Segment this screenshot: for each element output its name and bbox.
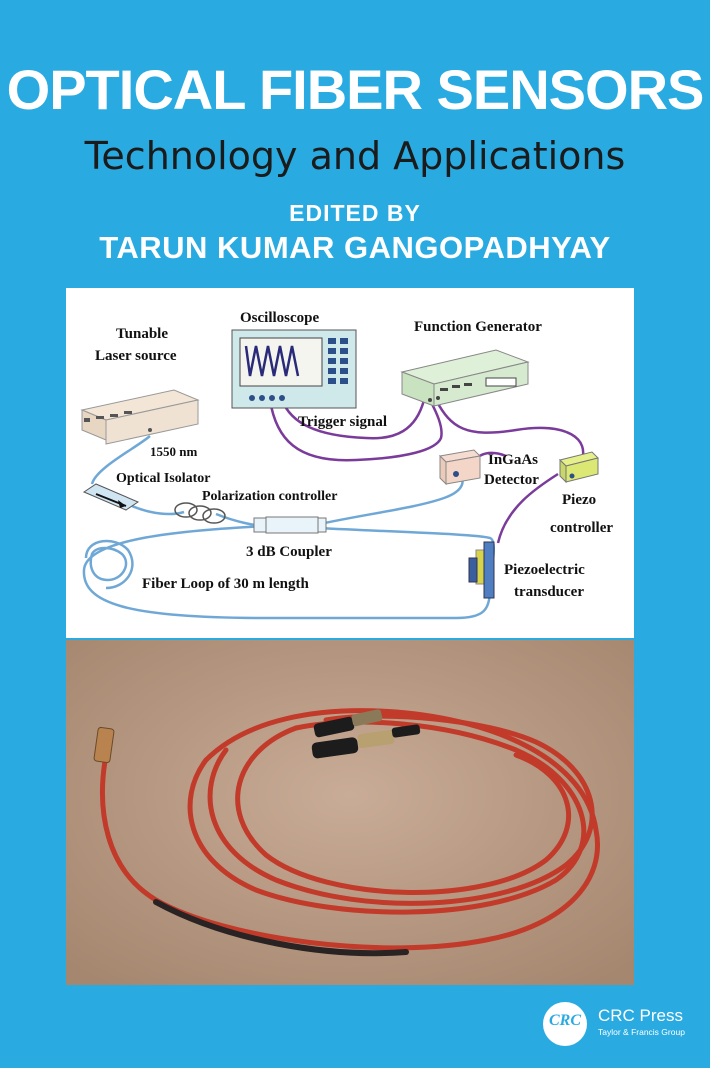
book-subtitle: Technology and Applications <box>84 134 626 178</box>
label-detector: Detector <box>484 472 539 488</box>
book-title: OPTICAL FIBER SENSORS <box>6 58 705 121</box>
setup-diagram-svg: Tunable Laser source Oscilloscope Functi… <box>80 310 613 620</box>
author-name: TARUN KUMAR GANGOPADHYAY <box>99 230 611 265</box>
label-tunable: Tunable <box>116 326 168 342</box>
fiber-sensor-photo-svg <box>66 640 634 985</box>
cable-fg-to-piezo <box>434 399 585 464</box>
tunable-laser-device <box>80 389 200 445</box>
cable-trigger <box>280 399 426 440</box>
fiber-coupler-to-detector <box>319 477 464 526</box>
label-function-generator: Function Generator <box>414 319 542 335</box>
fiber-isolator-to-pc <box>131 504 185 516</box>
cable-piezo-to-pzt <box>496 472 559 544</box>
polarization-controller-device <box>174 502 226 524</box>
publisher-group: Taylor & Francis Group <box>598 1027 685 1037</box>
black-sleeve <box>153 899 409 957</box>
label-controller: controller <box>550 520 613 536</box>
logo-mark: CRC <box>548 1012 581 1029</box>
fiber-loop-outer <box>82 524 492 620</box>
label-transducer: transducer <box>514 584 584 600</box>
fiber-loop-coil <box>89 546 128 582</box>
edited-by-label: EDITED BY <box>289 200 421 226</box>
publisher-logo: CRC CRC Press Taylor & Francis Group <box>543 1000 693 1050</box>
label-optical-isolator: Optical Isolator <box>116 471 211 486</box>
ingaas-detector-device <box>438 449 482 486</box>
label-oscilloscope: Oscilloscope <box>240 310 320 326</box>
oscilloscope-device <box>231 329 357 409</box>
label-coupler: 3 dB Coupler <box>246 544 332 560</box>
label-fiber-loop: Fiber Loop of 30 m length <box>142 576 309 592</box>
label-trigger-signal: Trigger signal <box>298 414 387 430</box>
label-ingaas: InGaAs <box>488 452 538 468</box>
piezoelectric-transducer-device <box>468 541 495 599</box>
crc-logo-icon <box>543 1002 587 1046</box>
coupler-device <box>253 516 327 534</box>
cable-osc-to-fg <box>268 399 443 462</box>
probe-tip <box>93 726 115 764</box>
fiber-connectors <box>311 709 421 759</box>
fiber-laser-to-isolator <box>90 435 151 485</box>
fiber-sensor-photo <box>66 640 634 985</box>
label-wavelength: 1550 nm <box>150 444 197 459</box>
setup-diagram: Tunable Laser source Oscilloscope Functi… <box>66 288 634 638</box>
fiber-coupler-to-pzt <box>317 526 495 579</box>
publisher-name: CRC Press <box>598 1006 684 1025</box>
label-piezo: Piezo <box>562 492 596 508</box>
optical-isolator-device <box>82 483 140 511</box>
fiber-loop-coil-2 <box>84 539 134 590</box>
label-piezoelectric: Piezoelectric <box>504 562 585 578</box>
label-laser-source: Laser source <box>95 348 177 364</box>
label-polarization-controller: Polarization controller <box>202 489 337 504</box>
piezo-controller-device <box>559 451 599 484</box>
function-generator-device <box>400 349 530 407</box>
